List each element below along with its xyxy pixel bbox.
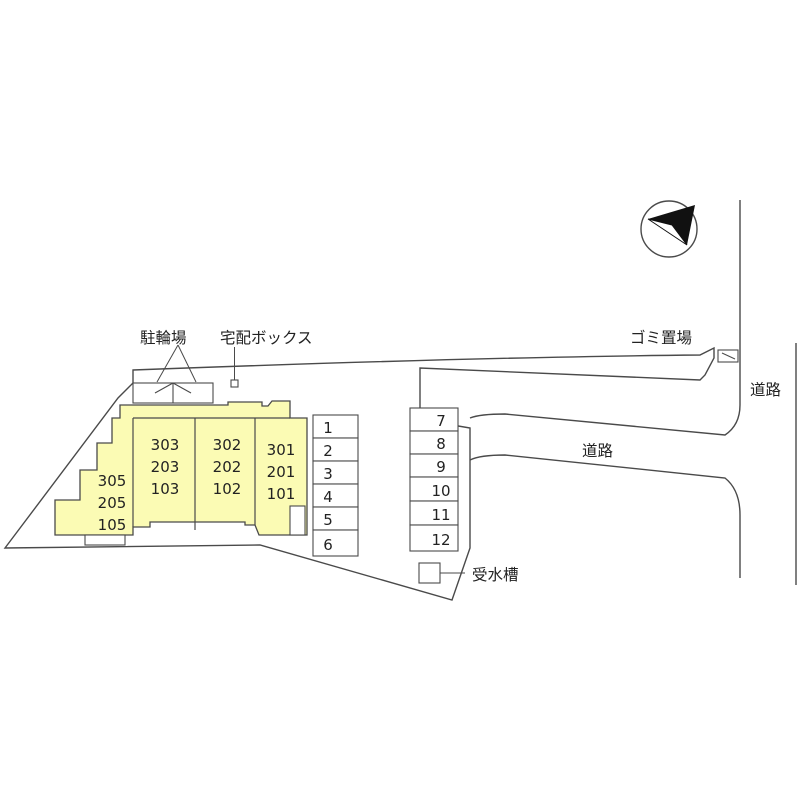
unit-column-302: 302 202 102	[213, 436, 242, 498]
building-footprint	[54, 400, 308, 536]
parking-slot-label: 8	[436, 435, 446, 453]
garbage-area-label: ゴミ置場	[630, 328, 692, 347]
unit-303: 303	[151, 436, 180, 454]
parking-slot-label: 2	[323, 442, 333, 460]
parking-slot	[312, 506, 359, 531]
unit-103: 103	[151, 480, 180, 498]
parking-slot	[409, 430, 459, 455]
parking-slot	[409, 407, 459, 432]
unit-column-303: 303 203 103	[151, 436, 180, 498]
parking-slot	[409, 453, 459, 478]
unit-column-301: 301 201 101	[267, 441, 296, 503]
parking-slot	[409, 524, 459, 552]
unit-302: 302	[213, 436, 242, 454]
parking-slot-label: 6	[323, 536, 333, 554]
parking-slot-label: 3	[323, 465, 333, 483]
parking-slot	[312, 460, 359, 485]
building-base-right	[289, 505, 306, 536]
delivery-box-marker	[230, 379, 239, 388]
unit-101: 101	[267, 485, 296, 503]
site-boundary	[3, 346, 715, 601]
water-tank-label: 受水槽	[472, 566, 519, 584]
unit-105: 105	[98, 516, 127, 534]
garbage-area-mark	[721, 352, 736, 360]
parking-slot-label: 9	[436, 458, 446, 476]
parking-slot-label: 5	[323, 511, 333, 529]
parking-slot-label: 1	[323, 419, 333, 437]
road-edge-lower	[469, 454, 741, 578]
parking-slot-label: 10	[431, 482, 450, 500]
bicycle-parking	[132, 344, 214, 404]
unit-301: 301	[267, 441, 296, 459]
water-tank-box	[418, 562, 441, 584]
north-arrow-icon	[640, 200, 698, 258]
parking-slot	[409, 500, 459, 526]
unit-305: 305	[98, 472, 127, 490]
unit-203: 203	[151, 458, 180, 476]
unit-205: 205	[98, 494, 127, 512]
parking-slot	[409, 476, 459, 502]
parking-slot-label: 11	[431, 506, 450, 524]
parking-slot	[312, 437, 359, 462]
parking-slot-label: 4	[323, 488, 333, 506]
delivery-box-label: 宅配ボックス	[220, 329, 313, 347]
unit-201: 201	[267, 463, 296, 481]
parking-slot	[312, 483, 359, 508]
unit-202: 202	[213, 458, 242, 476]
building-base-left	[84, 534, 126, 546]
road-label-middle: 道路	[582, 442, 614, 460]
road-edge-upper	[469, 200, 741, 436]
parking-slot	[312, 414, 359, 439]
unit-102: 102	[213, 480, 242, 498]
parking-slot-label: 12	[431, 531, 450, 549]
bicycle-parking-label: 駐輪場	[140, 329, 187, 347]
parking-right: 7 8 9 10 11 12	[409, 407, 459, 552]
unit-column-305: 305 205 105	[98, 472, 127, 534]
parking-left: 1 2 3 4 5 6	[312, 414, 359, 557]
road-label-right: 道路	[750, 381, 782, 399]
parking-slot-label: 7	[436, 412, 446, 430]
parking-slot	[312, 529, 359, 557]
